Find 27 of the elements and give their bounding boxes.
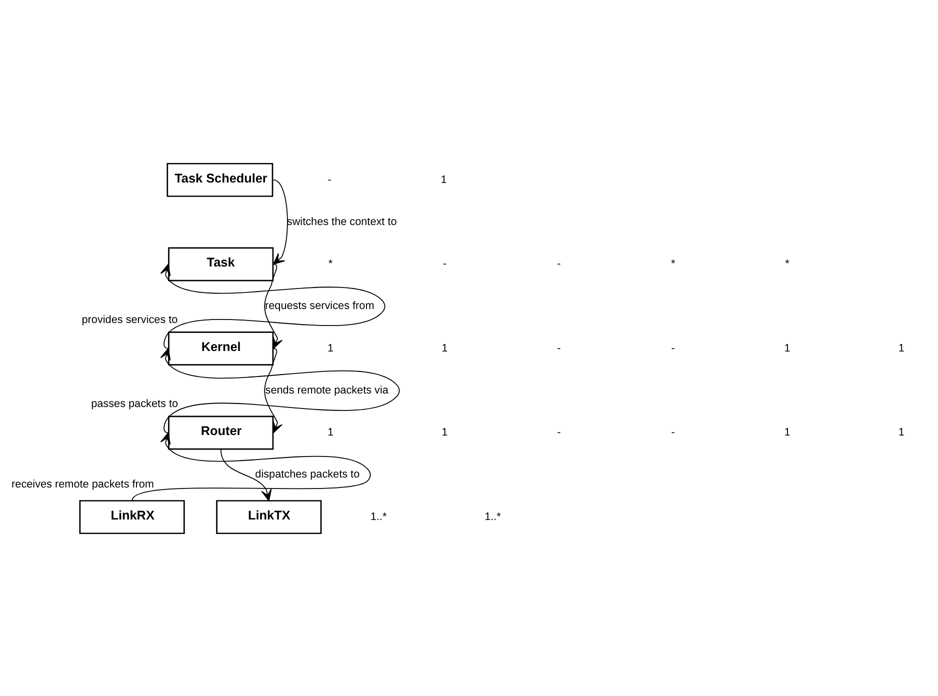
edge-label: requests services from xyxy=(265,300,374,312)
edge-label: receives remote packets from xyxy=(12,478,154,490)
label: 1 xyxy=(898,426,904,438)
label: 1 xyxy=(442,426,448,438)
label: * xyxy=(328,258,333,270)
edge-label: dispatches packets to xyxy=(255,468,360,480)
label: 1 xyxy=(784,342,790,354)
label: - xyxy=(328,173,332,186)
label: - xyxy=(671,426,675,438)
edge-label: sends remote packets via xyxy=(265,384,388,396)
label: - xyxy=(557,426,561,438)
label: 1 xyxy=(327,342,334,354)
label: - xyxy=(557,258,561,270)
label: - xyxy=(442,258,447,270)
label: 1 xyxy=(327,426,334,438)
label: 1..* xyxy=(370,510,387,522)
label: 1 xyxy=(440,173,447,186)
label: - xyxy=(557,342,561,354)
label: 1 xyxy=(898,342,904,354)
label: * xyxy=(670,258,676,270)
edge-label: provides services to xyxy=(82,314,178,326)
edge-label: passes packets to xyxy=(91,398,178,410)
label: 1..* xyxy=(484,510,501,522)
label: * xyxy=(785,258,790,270)
label: - xyxy=(671,342,675,354)
label: 1 xyxy=(442,342,448,354)
label: 1 xyxy=(784,426,790,438)
